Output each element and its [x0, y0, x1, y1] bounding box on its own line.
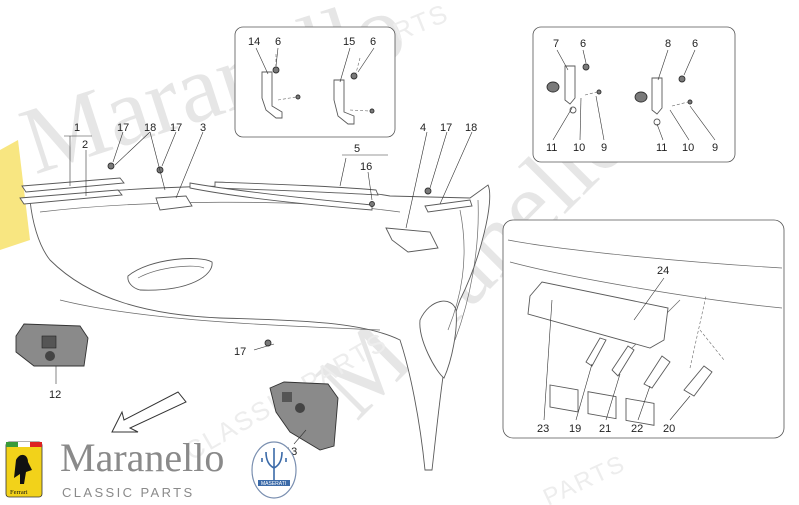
callout-21: 21 [599, 423, 611, 435]
callout-17a: 17 [117, 122, 129, 134]
callout-12: 12 [49, 389, 61, 401]
part-12-module [15, 323, 89, 367]
part-13-module [269, 381, 339, 451]
callout-17c: 17 [440, 122, 452, 134]
callout-4: 4 [420, 122, 426, 134]
ferrari-badge-text: Ferrari [10, 489, 28, 496]
callout-10a: 10 [573, 142, 585, 154]
callout-6b: 6 [370, 36, 376, 48]
brand-subtitle: CLASSIC PARTS [62, 485, 195, 500]
callout-24: 24 [657, 265, 669, 277]
callout-18a: 18 [144, 122, 156, 134]
callout-10b: 10 [682, 142, 694, 154]
brand-wordmark: Maranello [60, 435, 225, 480]
callout-20: 20 [663, 423, 675, 435]
callout-6a: 6 [275, 36, 281, 48]
maserati-badge: MASERATI [251, 441, 297, 499]
ferrari-shield-logo: Ferrari [5, 441, 43, 498]
callout-7: 7 [553, 38, 559, 50]
callout-11b: 11 [656, 142, 667, 154]
callout-18b: 18 [465, 122, 477, 134]
callout-5: 5 [354, 143, 360, 155]
trim-strips [19, 162, 473, 347]
callout-labels: 1 2 17 18 17 3 5 16 4 17 18 14 6 15 6 7 … [49, 36, 718, 458]
callout-15: 15 [343, 36, 355, 48]
callout-22: 22 [631, 423, 643, 435]
inset-bracket-7-11 [532, 26, 736, 163]
callout-19: 19 [569, 423, 581, 435]
callout-14: 14 [248, 36, 260, 48]
inset-undertray [502, 219, 785, 439]
callout-9b: 9 [712, 142, 718, 154]
callout-2: 2 [82, 139, 88, 151]
watermark-parts: PARTS [539, 450, 630, 505]
inset-bracket-14-15 [234, 26, 396, 138]
ferrari-badge-left [0, 140, 30, 250]
callout-11a: 11 [546, 142, 557, 154]
maserati-badge-text: MASERATI [261, 481, 286, 487]
callout-9a: 9 [601, 142, 607, 154]
callout-17b: 17 [170, 122, 182, 134]
callout-3: 3 [200, 122, 206, 134]
callout-8: 8 [665, 38, 671, 50]
callout-17d: 17 [234, 346, 246, 358]
callout-16: 16 [360, 161, 372, 173]
callout-6c: 6 [580, 38, 586, 50]
callout-23: 23 [537, 423, 549, 435]
leader-lines [55, 47, 716, 445]
direction-arrow [111, 391, 187, 433]
callout-6d: 6 [692, 38, 698, 50]
callout-1: 1 [74, 122, 80, 134]
